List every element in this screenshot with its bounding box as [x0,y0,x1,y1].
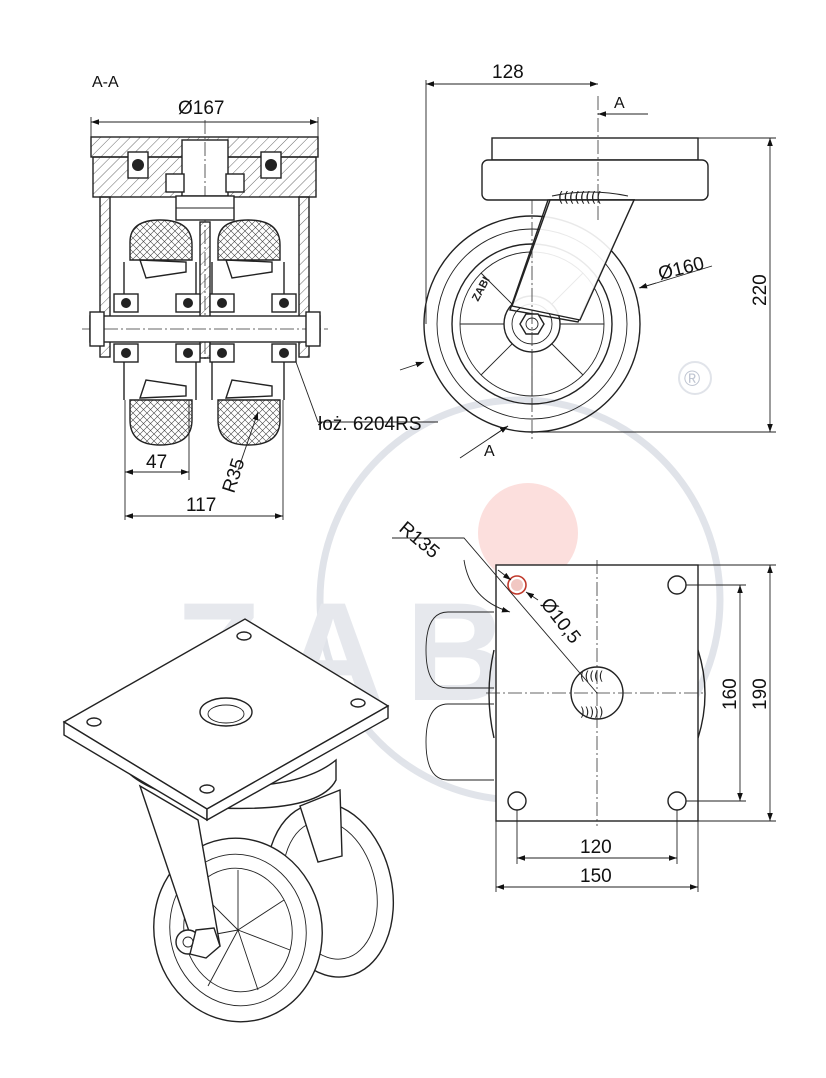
dim-plate-diameter: Ø167 [178,98,224,119]
side-top-plate [491,137,699,161]
fork-leg-left [99,196,111,358]
dim-wheel-diameter: Ø160 [656,253,706,285]
side-view: (((((((( ZABI 128 A 220 Ø160 A [399,62,776,460]
iso-plate-hole [236,631,252,641]
watermark-dot [478,483,578,583]
top-view: ((((( ))))) R135 Ø10,5 160 190 120 150 [392,518,776,892]
bearing-note: łoż. 6204RS [318,414,422,435]
registered-mark: ® [684,366,700,391]
wheel-brand: ZABI [470,275,493,303]
section-mark-lower: A [484,443,495,460]
wheel-silhouette-upper [425,611,494,689]
section-label: A-A [92,74,119,91]
mounting-hole-highlighted [507,575,527,595]
dim-hole-spacing-160: 160 [720,678,741,710]
section-view-a-a: A-A [82,74,438,520]
turntable-bearing-left [127,151,149,179]
turntable-bearing-right [260,151,282,179]
fork-center-web [199,221,211,359]
dim-swivel-radius: R135 [395,518,443,563]
dim-radius: R35 [219,456,250,496]
iso-plate-hole [86,717,102,727]
svg-text:(((((: ((((( [580,669,603,683]
tapered-bearing [165,173,245,193]
dim-height-220: 220 [750,274,771,306]
dim-plate-width-150: 150 [580,866,612,887]
wheel-bearings [113,293,297,363]
isometric-view [62,618,395,1023]
weld-marks: (((((((( [558,190,602,206]
dim-hole-spacing-120: 120 [580,837,612,858]
svg-text:))))): ))))) [580,705,603,719]
wheel-silhouette-lower [425,703,494,781]
section-mark-upper: A [614,95,625,112]
wheel-tread-left-top [129,219,193,261]
dim-wheel-width: 47 [146,452,167,473]
wheel-tread-right-top [217,219,281,261]
iso-kingpin-recess [199,697,253,727]
wheel-tread-left-bottom [129,399,193,446]
fork-leg-right [298,196,310,358]
iso-plate-hole [350,698,366,708]
axle-nut-right [305,311,321,347]
wheel-tread-right-bottom [217,399,281,446]
dim-plate-length-190: 190 [750,678,771,710]
iso-plate-hole [199,784,215,794]
dim-width-128: 128 [492,62,524,83]
registered-watermark-circle [678,361,712,395]
axle-nut-left [89,311,105,347]
dim-overall-width: 117 [186,495,216,516]
